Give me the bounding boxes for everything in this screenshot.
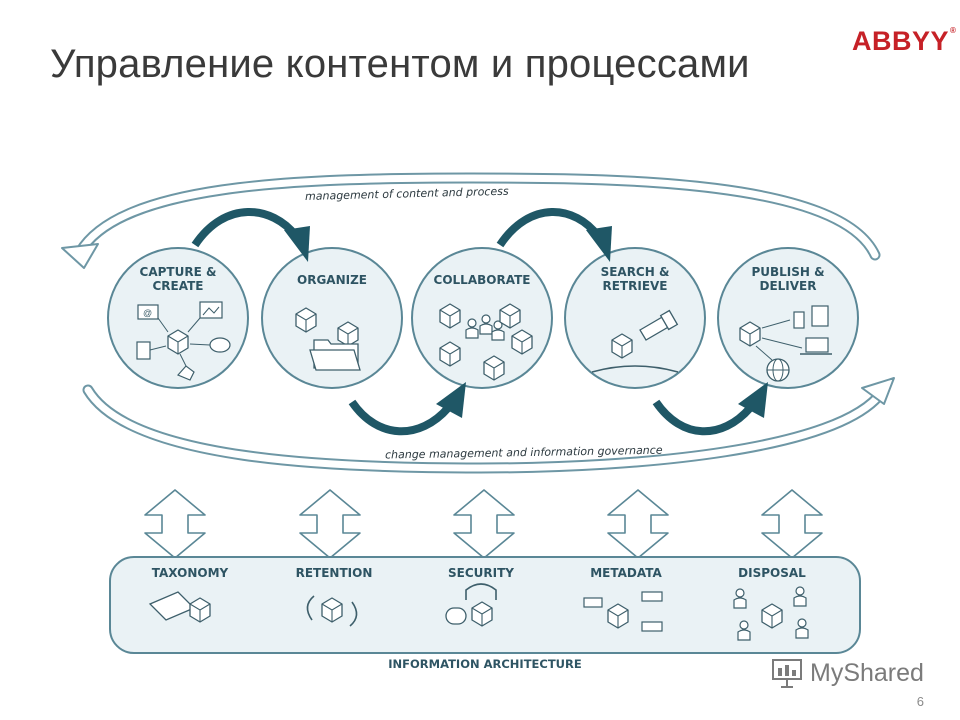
flow-arrow-top-2 (496, 208, 612, 262)
arch-taxonomy: TAXONOMY (148, 566, 229, 623)
double-arrow-5 (761, 489, 823, 559)
stage-label: SEARCH & (601, 265, 670, 279)
box-icon (483, 355, 505, 381)
box-icon (471, 601, 493, 627)
abbyy-logo: ABBYY® (852, 26, 957, 56)
laptop-icon (800, 337, 832, 355)
stage-label: ORGANIZE (297, 273, 367, 287)
flow-arrow-bottom-1 (348, 382, 466, 436)
stage-label: COLLABORATE (434, 273, 531, 287)
svg-text:@: @ (143, 308, 152, 318)
box-icon (607, 603, 629, 629)
arch-label: SECURITY (448, 566, 514, 580)
box-icon (761, 603, 783, 629)
phone-icon (793, 305, 829, 329)
logo-text: ABBYY (852, 26, 950, 56)
box-icon (189, 597, 211, 623)
stage-collaborate: COLLABORATE (411, 247, 553, 389)
presentation-icon (772, 659, 802, 688)
flashlight-icon (639, 309, 679, 341)
box-icon (295, 307, 317, 333)
watermark-text: MyShared (810, 658, 924, 687)
page-number: 6 (916, 694, 924, 709)
arch-retention: RETENTION (296, 566, 373, 627)
double-arrow-4 (607, 489, 669, 559)
stage-publish-deliver: PUBLISH & DELIVER (717, 247, 859, 389)
box-icon (337, 321, 359, 347)
image-icon (199, 301, 223, 319)
arch-label: RETENTION (296, 566, 373, 580)
arch-label: DISPOSAL (738, 566, 806, 580)
arch-disposal: DISPOSAL (733, 566, 809, 641)
bottom-loop-label: change management and information govern… (385, 444, 663, 462)
stage-label: DELIVER (760, 279, 817, 293)
box-icon (611, 333, 633, 359)
arch-label: METADATA (590, 566, 662, 580)
stage-label: CREATE (153, 279, 204, 293)
box-icon (439, 303, 461, 329)
bottom-loop-arrow (82, 377, 895, 474)
email-icon: @ (137, 304, 159, 320)
box-icon (739, 321, 761, 347)
page-title: Управление контентом и процессами (50, 42, 750, 86)
flow-arrow-bottom-2 (652, 382, 768, 436)
lock-icon (445, 583, 497, 625)
globe-icon (766, 358, 790, 382)
myshared-watermark: MyShared (770, 656, 924, 690)
box-icon (321, 597, 343, 623)
stage-label: CAPTURE & (140, 265, 217, 279)
document-icon (136, 341, 151, 360)
arch-metadata: METADATA (583, 566, 663, 632)
box-icon (439, 341, 461, 367)
double-arrow-2 (299, 489, 361, 559)
chat-icon (209, 337, 231, 353)
box-icon (499, 303, 521, 329)
folder-icon (309, 339, 361, 371)
stage-organize: ORGANIZE (261, 247, 403, 389)
arch-security: SECURITY (445, 566, 514, 627)
stage-search-retrieve: SEARCH & RETRIEVE (564, 247, 706, 389)
stage-label: RETRIEVE (602, 279, 667, 293)
top-loop-label: management of content and process (305, 185, 509, 203)
top-loop-arrow (61, 172, 881, 269)
stage-capture-create: CAPTURE & CREATE @ (107, 247, 249, 389)
information-architecture-label: INFORMATION ARCHITECTURE (388, 657, 582, 671)
label-icon (583, 591, 663, 632)
flow-arrow-top-1 (191, 208, 310, 262)
double-arrow-3 (453, 489, 515, 559)
bird-icon (176, 365, 195, 381)
double-arrow-1 (144, 489, 206, 559)
stage-label: PUBLISH & (751, 265, 824, 279)
box-icon (511, 329, 533, 355)
arch-label: TAXONOMY (152, 566, 229, 580)
box-icon (167, 329, 189, 355)
cycle-icon (306, 595, 358, 627)
